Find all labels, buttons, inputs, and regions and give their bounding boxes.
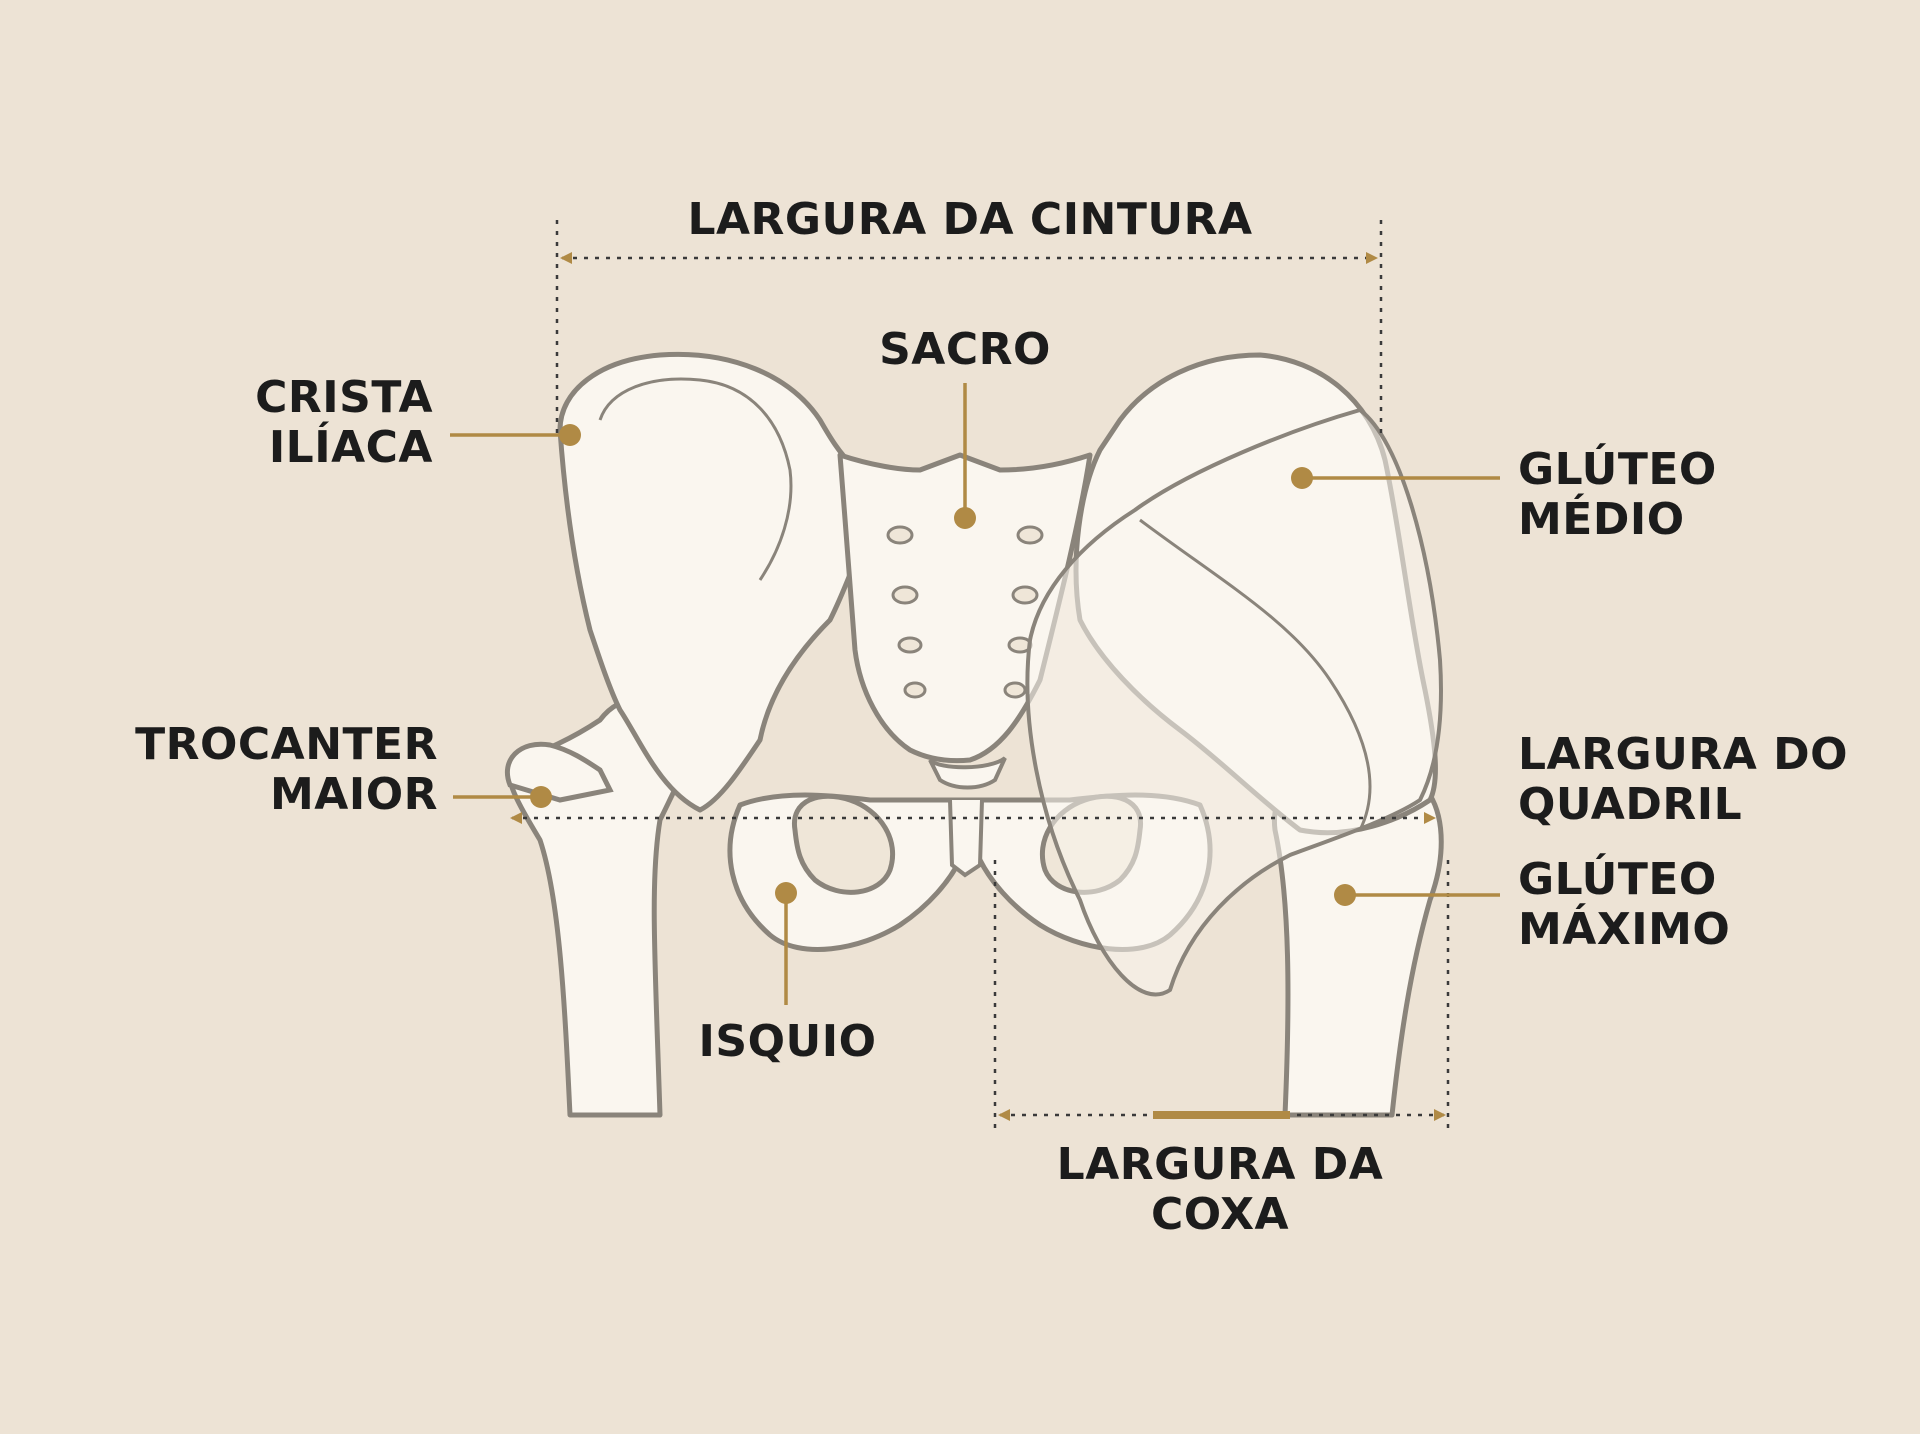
label-sacrum: SACRO	[879, 324, 1051, 375]
leader-dots	[530, 424, 1356, 906]
label-waist-width: LARGURA DA CINTURA	[687, 194, 1253, 245]
label-greater-trochanter: TROCANTER MAIOR	[135, 719, 438, 820]
measurement-guides	[555, 220, 1450, 1135]
leader-lines	[450, 383, 1500, 1005]
label-gluteus-medius: GLÚTEO MÉDIO	[1518, 444, 1717, 545]
left-femur-head	[504, 741, 614, 803]
pubic-symphysis	[948, 799, 984, 878]
left-ilium	[557, 351, 893, 813]
label-thigh-width: LARGURA DA COXA	[1056, 1139, 1384, 1240]
label-iliac-crest: CRISTA ILÍACA	[255, 372, 433, 473]
label-ischium: ISQUIO	[698, 1016, 877, 1067]
label-gluteus-maximus: GLÚTEO MÁXIMO	[1518, 854, 1731, 955]
sacral-foramina	[886, 525, 1044, 699]
gluteus-overlay-contour	[1139, 518, 1372, 831]
label-hip-width: LARGURA DO QUADRIL	[1518, 729, 1848, 830]
left-ilium-inner	[598, 377, 793, 581]
coccyx	[928, 756, 1007, 790]
